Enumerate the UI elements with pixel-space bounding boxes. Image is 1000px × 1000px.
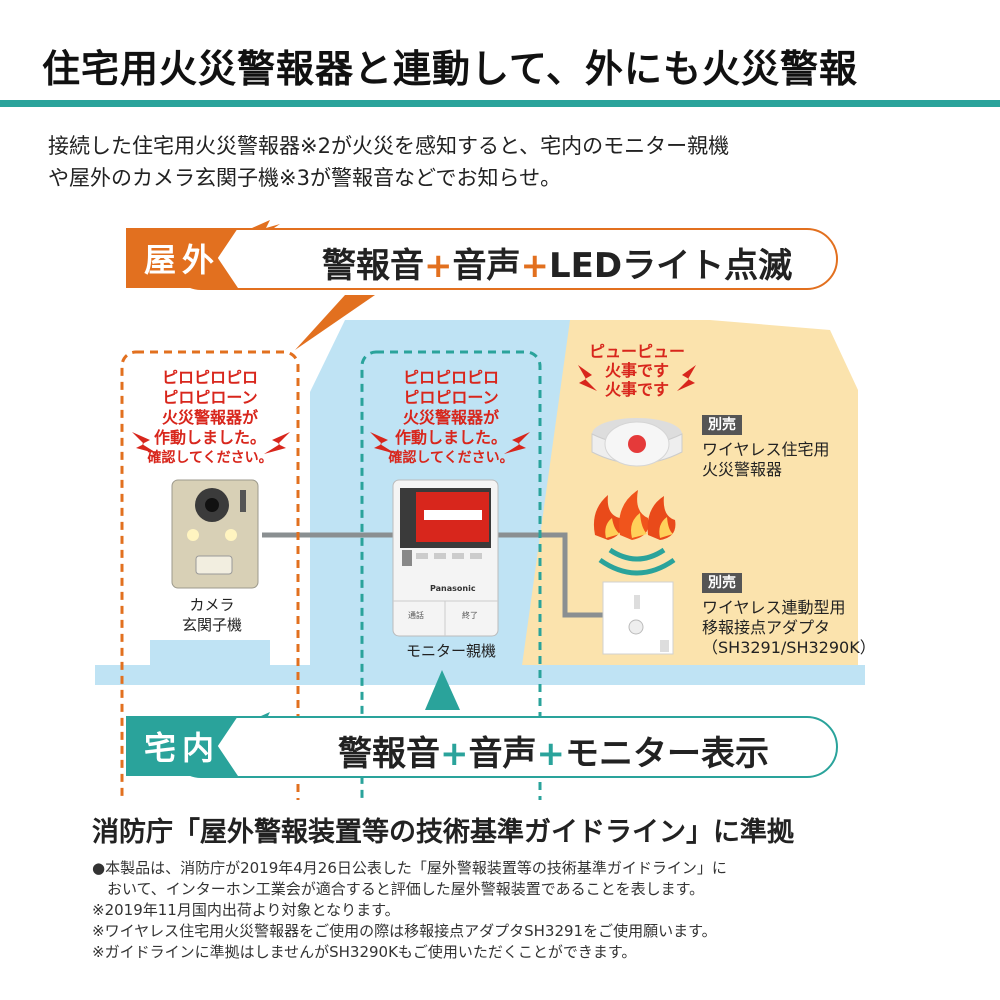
monitor-alert-line-3: 火災警報器が (402, 408, 499, 427)
monitor-adapter-wire (490, 532, 605, 618)
monitor-talk-button: 通話 (408, 611, 424, 620)
indoor-plus-2: + (536, 734, 566, 774)
camera-alert-line-2: ピロピローン (162, 388, 258, 407)
footnote-1b: おいて、インターホン工業会が適合すると評価した屋外警報装置であることを表します。 (92, 880, 705, 898)
alarm-sound-line-3: 火事です (604, 380, 669, 399)
camera-callout-frame (120, 350, 300, 800)
left-wall (150, 640, 270, 670)
camera-alert-line-3: 火災警報器が (161, 408, 258, 427)
camera-alert-callout: ピロピロピロ ピロピローン 火災警報器が 作動しました。 確認してください。 (130, 368, 290, 468)
monitor-alert-line-5: 確認してください。 (388, 450, 514, 466)
lightning-icon-1 (132, 432, 158, 454)
monitor-end-button: 終了 (462, 611, 478, 620)
outdoor-feature-2: 音声 (452, 246, 521, 286)
ground-band (95, 665, 865, 685)
camera-alert-line-4: 作動しました。 (153, 428, 266, 447)
intro-line-2: や屋外のカメラ玄関子機※3が警報音などでお知らせ。 (48, 166, 562, 190)
detector-sold-separately-badge: 別売 (702, 415, 742, 435)
detector-name-line-2: 火災警報器 (702, 460, 783, 479)
footnote-3: ※ワイヤレス住宅用火災警報器をご使用の際は移報接点アダプタSH3291をご使用願… (92, 922, 717, 940)
camera-alert-line-1: ピロピロピロ (161, 368, 258, 387)
outdoor-feature-1: 警報音 (322, 246, 424, 286)
indoor-features-pill (170, 716, 838, 778)
adapter-spec: 別売 ワイヤレス連動型用 移報接点アダプタ （SH3291/SH3290K） (702, 572, 876, 658)
monitor-alert-line-2: ピロピローン (403, 388, 499, 407)
outdoor-feature-3: LEDライト点滅 (549, 246, 793, 286)
lightning-icon-3 (370, 432, 396, 454)
camera-alert-line-5: 確認してください。 (147, 450, 273, 466)
alarm-sound-line-2: 火事です (604, 361, 669, 380)
adapter-name-line-2: 移報接点アダプタ (702, 618, 831, 637)
alarm-sound-line-1: ピューピュー (588, 342, 685, 361)
footnotes: ●本製品は、消防庁が2019年4月26日公表した「屋外警報装置等の技術基準ガイド… (92, 858, 727, 963)
camera-label-line-2: 玄関子機 (181, 616, 242, 634)
detector-name-line-1: ワイヤレス住宅用 (702, 440, 830, 459)
indoor-feature-1: 警報音 (338, 734, 440, 774)
indoor-pointer (425, 670, 460, 710)
lightning-icon-4 (504, 432, 530, 454)
monitor-label: モニター親機 (405, 642, 496, 660)
detector-alarm-sound: ピューピュー 火事です 火事です (578, 342, 696, 399)
signal-wave-2 (598, 557, 676, 576)
monitor-brand: Panasonic (430, 584, 476, 593)
outdoor-plus-1: + (424, 246, 453, 286)
page-headline: 住宅用火災警報器と連動して、外にも火災警報 (42, 47, 858, 91)
intro-line-1: 接続した住宅用火災警報器※2が火災を感知すると、宅内のモニター親機 (48, 134, 730, 158)
monitor-callout-frame (360, 350, 542, 800)
lightning-icon-6 (677, 365, 696, 391)
camera-button (195, 555, 233, 575)
outdoor-features-text: 警報音+音声+LEDライト点滅 (322, 238, 792, 287)
lightning-icon-5 (578, 365, 597, 391)
indoor-feature-2: 音声 (468, 734, 537, 774)
monitor-alert-callout: ピロピロピロ ピロピローン 火災警報器が 作動しました。 確認してください。 (370, 368, 532, 468)
outdoor-features-pill (170, 228, 838, 290)
footnote-4: ※ガイドラインに準拠はしませんがSH3290Kもご使用いただくことができます。 (92, 943, 637, 961)
intro-text: 接続した住宅用火災警報器※2が火災を感知すると、宅内のモニター親機 や屋外のカメ… (48, 130, 729, 194)
outdoor-pointer (295, 295, 375, 350)
detector-light (628, 435, 646, 453)
monitor-alert-line-4: 作動しました。 (394, 428, 507, 447)
footnote-1a: ●本製品は、消防庁が2019年4月26日公表した「屋外警報装置等の技術基準ガイド… (92, 859, 727, 877)
adapter-name-line-1: ワイヤレス連動型用 (702, 598, 846, 617)
camera-device-body (171, 479, 259, 589)
adapter-model-numbers: （SH3291/SH3290K） (702, 638, 876, 657)
lightning-icon-2 (264, 432, 290, 454)
outdoor-plus-2: + (520, 246, 550, 286)
signal-wave-1 (608, 547, 666, 562)
compliance-heading: 消防庁「屋外警報装置等の技術基準ガイドライン」に準拠 (92, 817, 794, 848)
indoor-plus-1: + (440, 734, 469, 774)
adapter-sold-separately-badge: 別売 (702, 573, 742, 593)
camera-label-line-1: カメラ (189, 596, 235, 614)
detector-spec: 別売 ワイヤレス住宅用 火災警報器 (702, 414, 830, 480)
monitor-alert-line-1: ピロピロピロ (402, 368, 499, 387)
camera-label: カメラ 玄関子機 (150, 595, 274, 635)
indoor-features-text: 警報音+音声+モニター表示 (338, 726, 769, 775)
headline-divider (0, 100, 1000, 107)
indoor-feature-3: モニター表示 (565, 734, 769, 774)
footnote-2: ※2019年11月国内出荷より対象となります。 (92, 901, 400, 919)
house-illustration (95, 220, 865, 800)
